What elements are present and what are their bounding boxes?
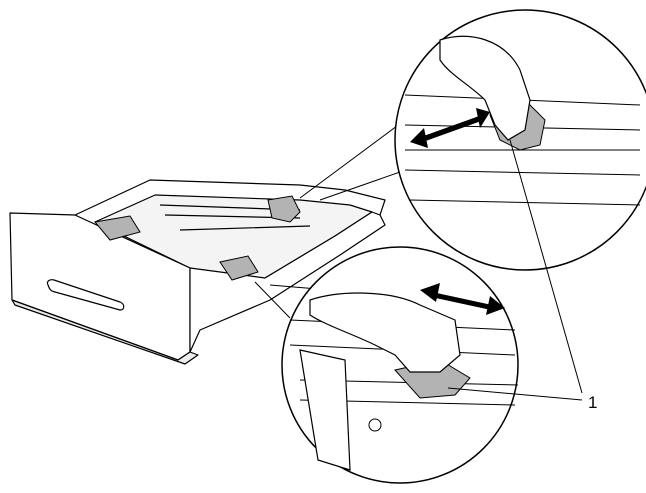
top-hand [439,35,531,141]
tray-side-wall [189,211,386,353]
tray-rear-guide [267,195,301,223]
bottom-slide-arrow [420,283,505,315]
magnified-view-top [394,9,646,271]
bottom-hand [309,292,461,373]
callout-leader-lines [447,139,583,401]
top-slide-arrow [410,108,490,148]
tray-handle-slot [46,279,125,311]
callout-label-1: 1 [588,393,598,412]
tray-front-lip [11,299,199,365]
paper-tray [9,179,386,365]
magnified-view-bottom [281,246,519,484]
bottom-front-wall [299,349,351,471]
bottom-latch [368,418,382,432]
tray-left-guide [94,215,141,241]
tray-paper-guides [94,195,301,281]
tray-side-guide [219,255,259,281]
